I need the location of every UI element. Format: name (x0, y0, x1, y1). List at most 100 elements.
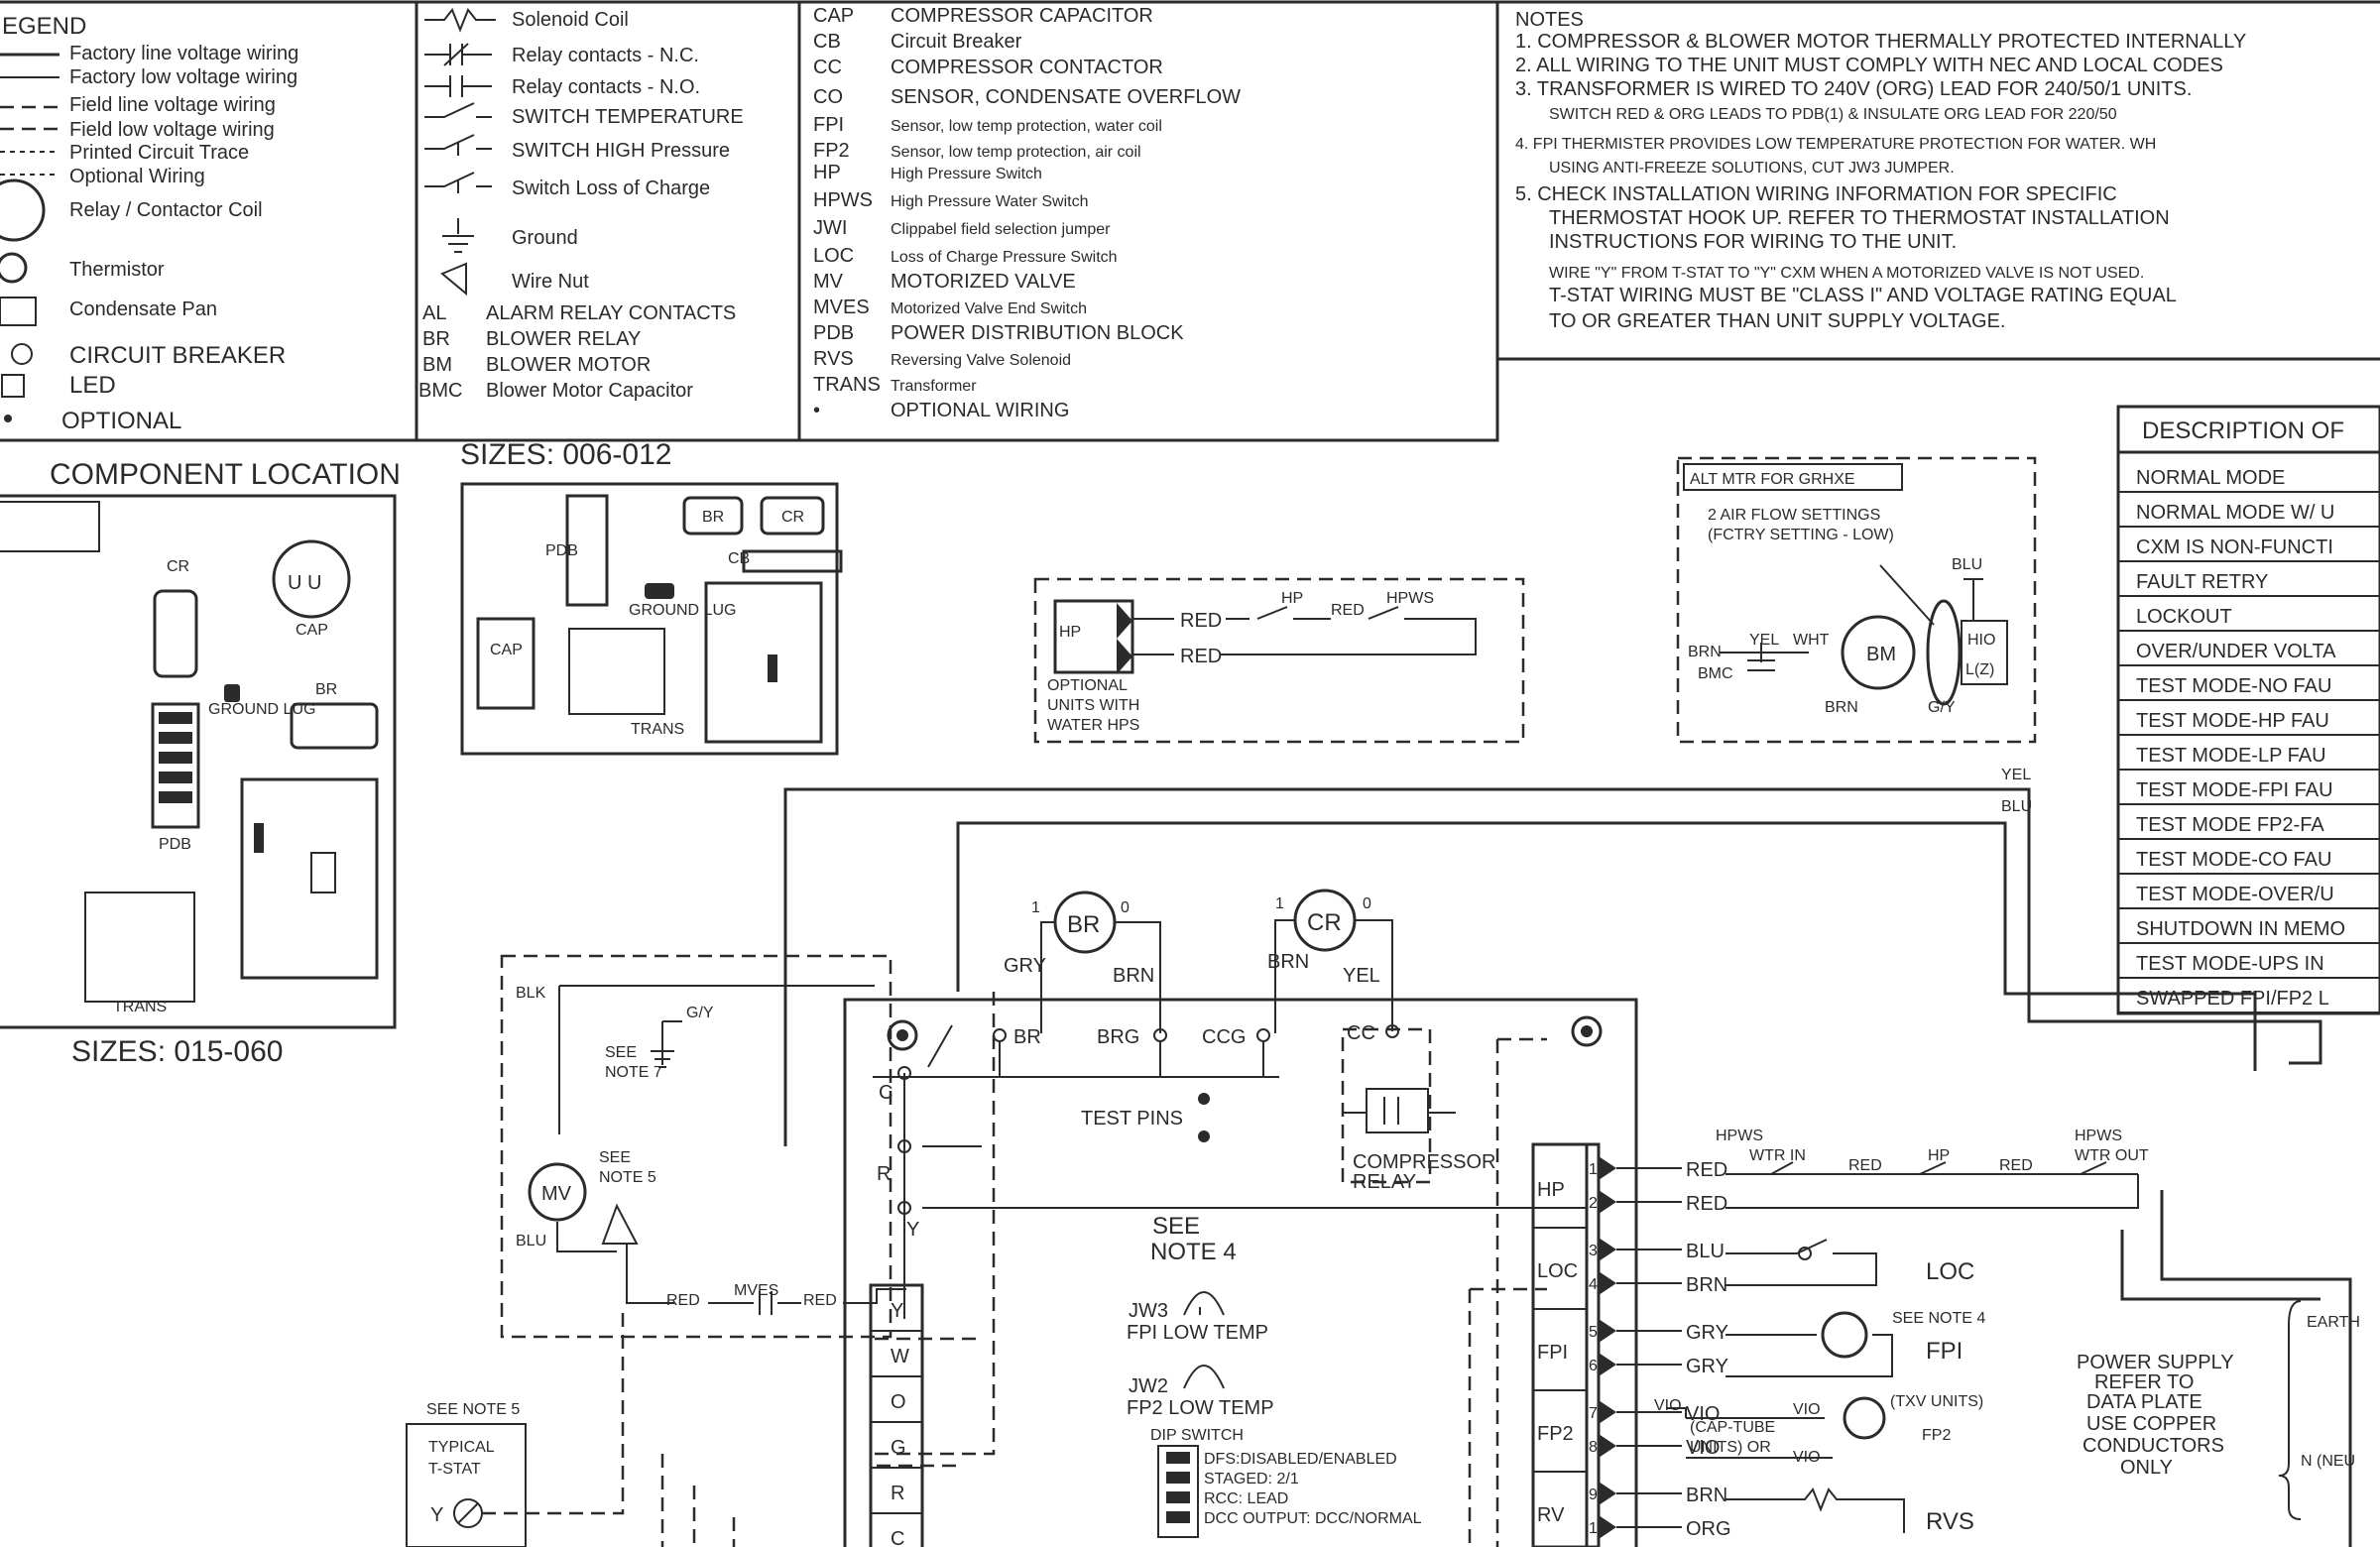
tstat-box (406, 1423, 527, 1547)
abbr-desc: OPTIONAL WIRING (891, 400, 1069, 421)
wire-label: GRY (1004, 955, 1046, 977)
cap-icon (272, 539, 351, 619)
wire-label: BLU (1686, 1241, 1725, 1262)
terminal-label: CCG (1202, 1026, 1246, 1048)
legend-item: Factory line voltage wiring (69, 43, 298, 64)
note-line: THERMOSTAT HOOK UP. REFER TO THERMOSTAT … (1549, 207, 2170, 229)
note-line: 4. FPI THERMISTER PROVIDES LOW TEMPERATU… (1515, 136, 2156, 153)
alt-motor-title: ALT MTR FOR GRHXE (1690, 471, 1855, 488)
legend-item: SWITCH TEMPERATURE (512, 106, 744, 128)
neutral-label: N (NEU (2301, 1453, 2355, 1470)
fp2-thermistor-icon (1843, 1396, 1886, 1440)
pin-label: 0 (1363, 895, 1371, 912)
terminal-label: BR (1013, 1026, 1041, 1048)
wire-label: BRN (1267, 951, 1309, 973)
abbr-code: CB (813, 31, 841, 53)
pin-arrow-icon (1599, 1156, 1616, 1180)
temp-switch-icon (424, 102, 492, 118)
abbr-desc: SENSOR, CONDENSATE OVERFLOW (891, 86, 1241, 108)
legend-item: Ground (512, 227, 578, 249)
component-label: BR (702, 509, 724, 526)
description-row: TEST MODE FP2-FA (2136, 814, 2324, 836)
pin-label: 1 (1031, 899, 1040, 916)
wire-label: RED (1848, 1157, 1882, 1174)
wire-label: BLU (516, 1233, 546, 1250)
abbr-desc: Reversing Valve Solenoid (891, 352, 1071, 369)
jumper-label: FPI LOW TEMP (1127, 1322, 1268, 1344)
pin-arrow-icon (1599, 1271, 1616, 1295)
wire-label: VIO (1654, 1397, 1682, 1414)
wire-nut-icon (440, 262, 467, 297)
legend-item: SWITCH HIGH Pressure (512, 140, 730, 162)
wire-label: YEL (2001, 767, 2031, 783)
wire-label: BRN (1825, 699, 1858, 716)
wire-label: RED (1999, 1157, 2033, 1174)
abbr-desc: Loss of Charge Pressure Switch (891, 249, 1118, 266)
pin-arrow-icon (1599, 1190, 1616, 1214)
legend-item: Relay / Contactor Coil (69, 199, 263, 221)
abbr-desc: COMPRESSOR CONTACTOR (891, 57, 1163, 78)
legend-item: Condensate Pan (69, 298, 217, 320)
solenoid-coil-icon (424, 8, 496, 33)
wire-label: BMC (1698, 665, 1733, 682)
wire-label: RED (1686, 1159, 1727, 1181)
wire-label: BRN (1686, 1485, 1727, 1506)
tstat-terminal: Y (430, 1504, 443, 1526)
pin-number: 10 (1589, 1520, 1606, 1537)
terminal-label: BRG (1097, 1026, 1139, 1048)
abbr-code: FPI (813, 114, 844, 136)
pin-arrow-icon (1599, 1238, 1616, 1261)
motor-label: HIO (1967, 632, 1995, 649)
terminal-label: CC (1347, 1022, 1375, 1044)
alt-motor-sub: 2 AIR FLOW SETTINGS (1708, 507, 1880, 524)
component-location-title: COMPONENT LOCATION (50, 458, 401, 491)
abbr-desc: Sensor, low temp protection, water coil (891, 118, 1162, 135)
valve-label: MV (541, 1183, 572, 1205)
component-label: CR (167, 558, 189, 575)
note-line: WIRE "Y" FROM T-STAT TO "Y" CXM WHEN A M… (1549, 265, 2144, 282)
abbr-code: JWI (813, 217, 847, 239)
terminal-label: W (891, 1346, 909, 1368)
test-pins-label: TEST PINS (1081, 1108, 1183, 1130)
pin-number: 8 (1589, 1439, 1598, 1456)
wire-label: YEL (1343, 965, 1380, 987)
motor-label: BM (1866, 644, 1896, 665)
note-line: USING ANTI-FREEZE SOLUTIONS, CUT JW3 JUM… (1549, 160, 1955, 177)
abbr-code: HPWS (813, 189, 873, 211)
description-row: NORMAL MODE (2136, 467, 2285, 489)
no-contacts-icon (424, 75, 492, 97)
table-title: DESCRIPTION OF (2142, 417, 2344, 444)
blower-motor-icon (1841, 615, 1916, 690)
abbr-code: PDB (813, 322, 854, 344)
description-row: TEST MODE-NO FAU (2136, 675, 2331, 697)
wire-label: BRN (1688, 644, 1722, 660)
note-line: 5. CHECK INSTALLATION WIRING INFORMATION… (1515, 183, 2117, 205)
transformer-icon (568, 628, 665, 715)
pdb-icon (151, 702, 200, 829)
terminal-label: G (891, 1437, 906, 1459)
wire-label: (TXV UNITS) (1890, 1393, 1983, 1410)
component-label: GROUND LUG (629, 602, 736, 619)
abbr-code: MV (813, 271, 844, 293)
legend-symbols-col2 (424, 8, 496, 297)
pin-label: 0 (1121, 899, 1130, 916)
legend-item: Solenoid Coil (512, 9, 629, 31)
terminal-label: Y (906, 1219, 919, 1241)
loss-charge-switch-icon (424, 172, 492, 193)
br-relay-icon (682, 496, 744, 536)
relay-label: COMPRESSOR (1353, 1151, 1495, 1173)
pin-arrow-icon (1599, 1353, 1616, 1376)
led-icon (1, 374, 25, 398)
br-relay-icon (290, 702, 379, 750)
abbr-code: MVES (813, 297, 870, 318)
terminal-label: O (891, 1391, 906, 1413)
wire-label: RED (666, 1292, 700, 1309)
loc-label: LOC (1926, 1258, 1974, 1285)
dip-option: RCC: LEAD (1204, 1490, 1288, 1507)
note-text: WATER HPS (1047, 717, 1139, 734)
wire-label: VIO (1686, 1403, 1720, 1425)
abbr-desc: Circuit Breaker (891, 31, 1022, 53)
blower-wheel-icon (1926, 599, 1962, 706)
description-row: SWAPPED FPI/FP2 L (2136, 988, 2329, 1010)
